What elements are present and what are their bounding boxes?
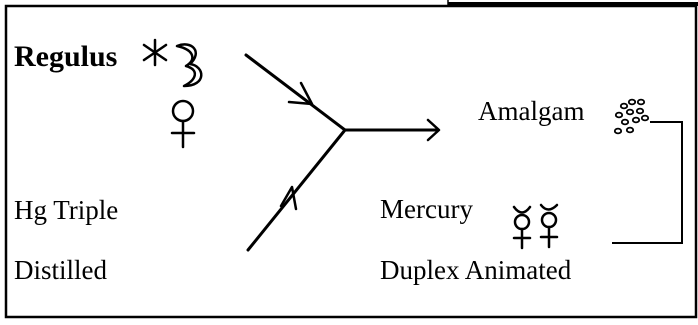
regulus-label: Regulus bbox=[14, 40, 118, 73]
distilled-label: Distilled bbox=[14, 255, 107, 285]
connector-bracket bbox=[612, 121, 683, 244]
upper-arrow-icon bbox=[287, 81, 314, 106]
amalgam-dots-icon bbox=[613, 98, 650, 135]
moon-icon bbox=[175, 43, 203, 88]
hg-triple-label: Hg Triple bbox=[14, 195, 119, 225]
output-arrow-icon bbox=[426, 118, 441, 142]
amalgam-label: Amalgam bbox=[478, 96, 585, 126]
antimony-star-icon bbox=[142, 38, 168, 67]
lower-branch-line bbox=[246, 128, 347, 252]
lower-arrow-icon bbox=[279, 185, 298, 211]
venus-icon bbox=[170, 99, 196, 149]
upper-branch-line bbox=[244, 53, 347, 132]
diagram-frame bbox=[4, 4, 698, 319]
mercury-icon bbox=[539, 203, 559, 249]
duplex-animated-label: Duplex Animated bbox=[380, 255, 572, 285]
mercury-label: Mercury bbox=[380, 194, 473, 224]
mercury-icon bbox=[512, 205, 532, 250]
